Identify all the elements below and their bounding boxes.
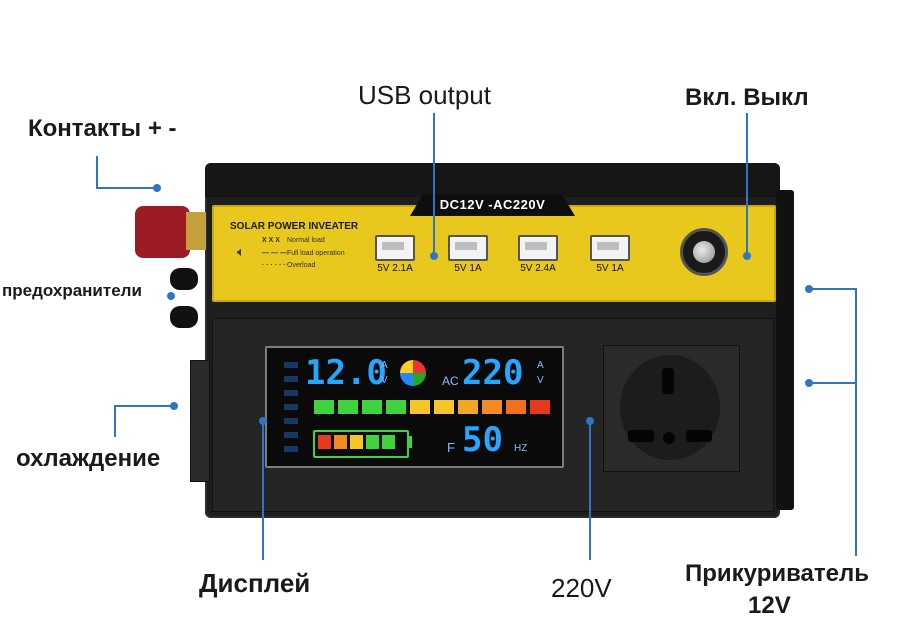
callout-line — [96, 156, 98, 189]
callout-line — [433, 113, 435, 255]
power-switch[interactable] — [680, 228, 728, 276]
outlet-slot — [662, 368, 674, 394]
output-unit-a: A — [537, 360, 544, 371]
usb-port-1[interactable] — [375, 235, 415, 261]
load-bar-segment — [410, 400, 430, 414]
cooling-vent — [190, 360, 210, 482]
fuse-knob-1 — [170, 268, 198, 290]
positive-terminal — [135, 206, 190, 258]
battery-cell — [334, 435, 347, 449]
legend-mark: — — — — [262, 250, 287, 257]
usb-port-label: 5V 1A — [454, 263, 482, 274]
freq-unit: HZ — [514, 443, 528, 454]
terminal-cap — [186, 212, 206, 250]
freq-prefix: F — [447, 440, 455, 455]
load-bar-segment — [314, 400, 334, 414]
inverter-top-band — [205, 163, 780, 197]
battery-cell — [382, 435, 395, 449]
outlet-slot — [628, 430, 654, 442]
battery-tip — [407, 436, 412, 448]
legend-text: Full load operation — [287, 250, 345, 257]
outlet-slot — [686, 430, 712, 442]
callout-line — [855, 288, 857, 556]
callout-dot — [805, 285, 813, 293]
usb-output-label: USB output — [358, 80, 491, 110]
load-bar-segment — [530, 400, 550, 414]
usb-port-label: 5V 2.4A — [520, 263, 556, 274]
fuse-knob-2 — [170, 306, 198, 328]
legend-row: · · · · · ·Overload — [262, 262, 315, 269]
right-rail — [776, 190, 794, 510]
callout-line — [114, 405, 174, 407]
output-voltage-readout: 220 — [462, 353, 524, 393]
model-tag: DC12V -AC220V — [410, 194, 575, 216]
load-bar-segment — [386, 400, 406, 414]
input-voltage-readout: 12.0 — [305, 353, 387, 393]
input-unit-a: A — [381, 360, 388, 371]
callout-line — [746, 113, 748, 255]
battery-cell — [318, 435, 331, 449]
output-ac-prefix: AC — [442, 374, 459, 388]
callout-line — [262, 420, 264, 560]
callout-line — [810, 288, 856, 290]
outlet-label: 220V — [551, 573, 612, 603]
power-switch-label: Вкл. Выкл — [685, 84, 809, 111]
legend-row: — — —Full load operation — [262, 250, 345, 257]
callout-dot — [167, 292, 175, 300]
brand-label: SOLAR POWER INVEATER — [230, 221, 359, 232]
fuses-label: предохранители — [2, 281, 142, 300]
speaker-icon: 🔈︎ — [237, 244, 245, 259]
usb-port-label: 5V 2.1A — [377, 263, 413, 274]
cooling-label: охлаждение — [16, 445, 161, 472]
callout-line — [114, 405, 116, 437]
legend-mark: X X X — [262, 237, 280, 244]
battery-cell — [350, 435, 363, 449]
callout-dot — [430, 252, 438, 260]
display-label: Дисплей — [199, 568, 311, 598]
callout-dot — [170, 402, 178, 410]
outlet-slot — [663, 432, 675, 444]
callout-dot — [153, 184, 161, 192]
load-bar-segment — [482, 400, 502, 414]
input-unit-v: V — [381, 375, 388, 386]
usb-port-3[interactable] — [518, 235, 558, 261]
contacts-label: Контакты + - — [28, 115, 177, 142]
callout-dot — [805, 379, 813, 387]
callout-dot — [259, 417, 267, 425]
load-bar-segment — [506, 400, 526, 414]
callout-line — [589, 420, 591, 560]
load-bar-segment — [338, 400, 358, 414]
input-side-icons — [284, 362, 298, 452]
load-bar-segment — [434, 400, 454, 414]
battery-cell — [366, 435, 379, 449]
output-unit-v: V — [537, 375, 544, 386]
load-bar-segment — [458, 400, 478, 414]
frequency-readout: 50 — [462, 420, 503, 460]
callout-line — [96, 187, 156, 189]
legend-text: Normal load — [287, 237, 325, 244]
load-bar-segment — [362, 400, 382, 414]
callout-dot — [586, 417, 594, 425]
legend-text: Overload — [287, 262, 316, 269]
callout-dot — [743, 252, 751, 260]
fan-icon — [400, 360, 426, 386]
cigarette-lighter-label: Прикуриватель — [685, 560, 870, 587]
legend-row: X X X Normal load — [262, 237, 325, 244]
usb-port-2[interactable] — [448, 235, 488, 261]
cigarette-lighter-voltage: 12V — [748, 592, 791, 619]
legend-mark: · · · · · · — [262, 262, 286, 269]
callout-line — [810, 382, 856, 384]
usb-port-4[interactable] — [590, 235, 630, 261]
usb-port-label: 5V 1A — [596, 263, 624, 274]
